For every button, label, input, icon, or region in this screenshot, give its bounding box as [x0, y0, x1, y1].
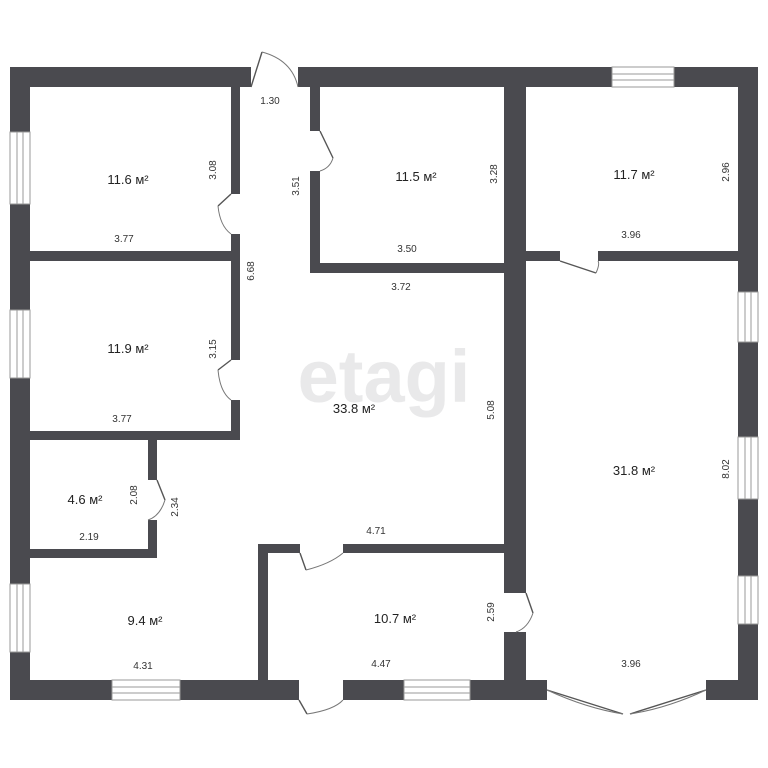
dim-label: 2.59 — [486, 602, 497, 622]
room-area-9: 10.7 м² — [374, 611, 417, 626]
door-bottom-room9 — [298, 699, 344, 715]
window-left-room4 — [9, 309, 31, 379]
wall-room3-bottom-right — [598, 251, 738, 261]
dim-label: 3.15 — [208, 339, 219, 359]
outer-wall-bottom-right — [706, 680, 758, 700]
wall-room4-right-lower — [231, 400, 240, 440]
room-area-4: 11.9 м² — [107, 341, 149, 356]
interior-walls — [30, 87, 738, 700]
dim-label: 3.50 — [397, 244, 417, 255]
door-room3 — [559, 260, 600, 274]
wall-central-vertical-upper — [504, 87, 526, 593]
door-room9 — [299, 552, 344, 571]
wall-room7-bottom — [30, 549, 157, 558]
window-top-right — [611, 66, 675, 88]
wall-room1-bottom — [30, 251, 240, 261]
room-area-3: 11.7 м² — [613, 167, 655, 182]
wall-room2-left-upper — [310, 87, 320, 131]
wall-room9-top-left — [258, 544, 300, 553]
door-room2 — [319, 130, 334, 172]
doors — [147, 51, 707, 715]
dim-label: 3.96 — [621, 230, 641, 241]
window-right-lower — [737, 575, 759, 625]
door-room7 — [147, 479, 166, 521]
wall-room2-left-lower — [310, 171, 320, 273]
dim-label: 3.08 — [208, 160, 219, 180]
dim-label: 3.77 — [114, 234, 134, 245]
wall-central-vertical-lower — [504, 632, 526, 700]
dim-label: 2.08 — [129, 485, 140, 505]
dim-label: 3.72 — [391, 282, 411, 293]
dim-label: 6.68 — [246, 261, 257, 281]
outer-wall-top-left — [10, 67, 251, 87]
window-left-room8 — [9, 583, 31, 653]
window-right-middle — [737, 436, 759, 500]
room-area-6: 31.8 м² — [613, 463, 656, 478]
outer-wall-left — [10, 67, 30, 700]
door-room6 — [515, 592, 534, 633]
wall-room3-bottom-left — [526, 251, 560, 261]
wall-room7-right-upper — [148, 440, 157, 480]
dimension-labels: 1.30 3.77 3.50 3.96 3.72 3.77 2.19 4.71 … — [79, 96, 732, 672]
wall-room4-bottom — [30, 431, 240, 440]
dim-label: 8.02 — [721, 459, 732, 479]
door-room4 — [217, 359, 232, 401]
door-double-room6 — [546, 689, 707, 715]
dim-label: 2.19 — [79, 532, 99, 543]
window-bottom-mid — [403, 679, 471, 701]
room-area-5: 33.8 м² — [333, 401, 376, 416]
dim-label: 3.51 — [291, 176, 302, 196]
wall-room2-bottom — [310, 263, 514, 273]
door-room1 — [217, 193, 232, 235]
dim-label: 1.30 — [260, 96, 280, 107]
dim-label: 4.47 — [371, 659, 391, 670]
window-right-upper — [737, 291, 759, 343]
dim-label: 2.34 — [170, 497, 181, 517]
wall-room1-right-lower — [231, 234, 240, 261]
dim-label: 2.96 — [721, 162, 732, 182]
wall-room4-right-upper — [231, 261, 240, 360]
door-entrance-top — [250, 51, 299, 88]
outer-wall-right — [738, 67, 758, 700]
room-area-2: 11.5 м² — [395, 169, 437, 184]
dim-label: 3.77 — [112, 414, 132, 425]
dim-label: 4.71 — [366, 526, 386, 537]
dim-label: 3.28 — [489, 164, 500, 184]
room-area-labels: 11.6 м² 11.5 м² 11.7 м² 11.9 м² 33.8 м² … — [68, 167, 656, 628]
windows — [9, 66, 759, 701]
wall-room1-right-upper — [231, 87, 240, 194]
window-bottom-left — [111, 679, 181, 701]
room-area-1: 11.6 м² — [107, 172, 149, 187]
dim-label: 5.08 — [486, 400, 497, 420]
wall-room9-left — [258, 544, 268, 700]
room-area-8: 9.4 м² — [128, 613, 164, 628]
room-area-7: 4.6 м² — [68, 492, 104, 507]
wall-room9-top-right — [343, 544, 504, 553]
dim-label: 3.96 — [621, 659, 641, 670]
dim-label: 4.31 — [133, 661, 153, 672]
watermark-logo: etagi — [298, 335, 471, 418]
window-left-room1 — [9, 131, 31, 205]
wall-room7-right-lower — [148, 520, 157, 558]
outer-wall-top-right — [298, 67, 758, 87]
